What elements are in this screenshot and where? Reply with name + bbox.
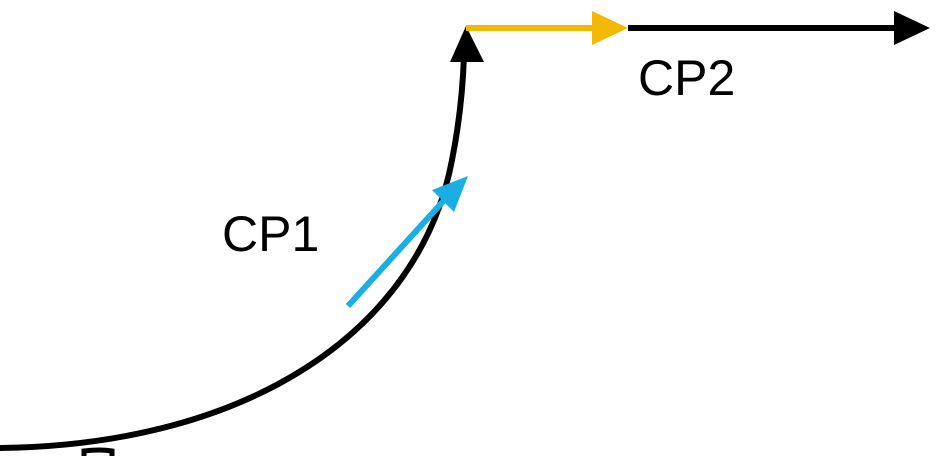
cp1-tangent-arrowhead (432, 176, 468, 212)
cp2-line-arrowhead (894, 11, 930, 45)
cp1-label: CP1 (222, 206, 319, 262)
cropped-glyph (81, 447, 115, 456)
cp1-curve (0, 52, 467, 451)
cp2-start-tangent-arrowhead (592, 11, 628, 45)
cp1-tangent-arrow-shaft (345, 193, 451, 309)
cp1-curve-arrowhead (450, 26, 484, 62)
cp2-label: CP2 (638, 50, 735, 106)
